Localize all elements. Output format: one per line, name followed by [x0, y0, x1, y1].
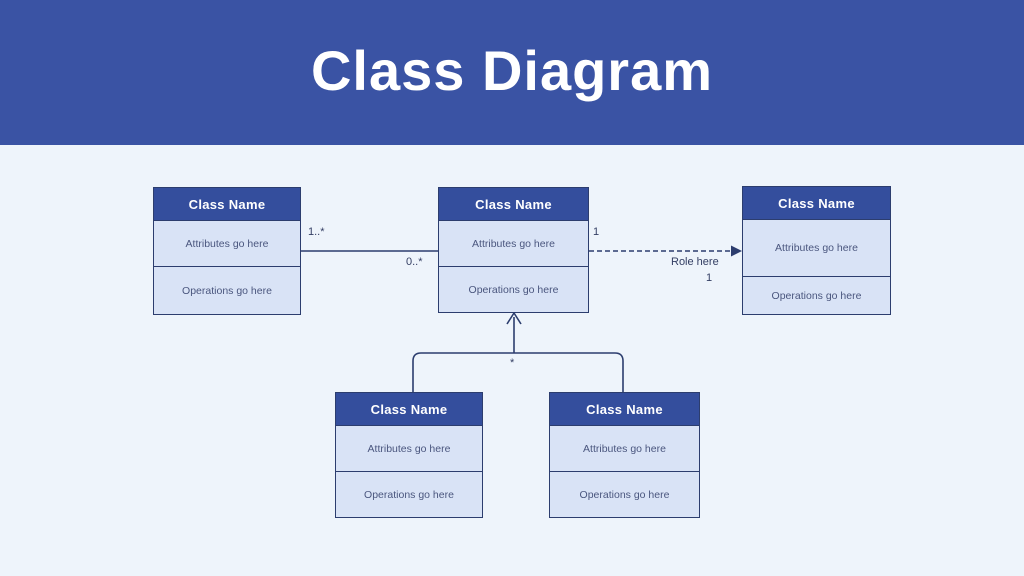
- class-operations: Operations go here: [743, 277, 890, 314]
- class-name: Class Name: [778, 195, 855, 211]
- operations-text: Operations go here: [579, 488, 670, 501]
- class-box-top-left: Class Name Attributes go here Operations…: [153, 187, 301, 315]
- class-name: Class Name: [370, 401, 448, 417]
- class-operations: Operations go here: [336, 472, 482, 517]
- generalization-branch-path: [412, 352, 624, 392]
- generalization-arrowhead-icon: [506, 312, 522, 325]
- class-attributes: Attributes go here: [336, 426, 482, 472]
- class-name-header: Class Name: [550, 393, 699, 426]
- association-multiplicity-to: 0..*: [406, 256, 423, 268]
- class-name-header: Class Name: [743, 187, 890, 220]
- association-multiplicity-from: 1..*: [308, 226, 325, 238]
- class-attributes: Attributes go here: [743, 220, 890, 277]
- class-name-header: Class Name: [154, 188, 300, 221]
- class-attributes: Attributes go here: [439, 221, 588, 267]
- title-banner: Class Diagram: [0, 0, 1024, 145]
- operations-text: Operations go here: [771, 289, 862, 302]
- class-attributes: Attributes go here: [550, 426, 699, 472]
- dependency-arrowhead-icon: [731, 245, 742, 257]
- diagram-canvas: Class Name Attributes go here Operations…: [0, 145, 1024, 576]
- class-box-bottom-right: Class Name Attributes go here Operations…: [549, 392, 700, 518]
- class-name-header: Class Name: [439, 188, 588, 221]
- attributes-text: Attributes go here: [367, 442, 451, 455]
- operations-text: Operations go here: [364, 488, 454, 501]
- class-box-top-center: Class Name Attributes go here Operations…: [438, 187, 589, 313]
- attributes-text: Attributes go here: [472, 237, 555, 250]
- class-name: Class Name: [586, 401, 663, 417]
- class-name-header: Class Name: [336, 393, 482, 426]
- class-name: Class Name: [188, 196, 266, 212]
- dependency-multiplicity-to: 1: [706, 272, 713, 284]
- operations-text: Operations go here: [468, 283, 559, 296]
- class-operations: Operations go here: [439, 267, 588, 312]
- class-box-bottom-left: Class Name Attributes go here Operations…: [335, 392, 483, 518]
- generalization-multiplicity: *: [510, 357, 515, 369]
- class-name: Class Name: [475, 196, 552, 212]
- attributes-text: Attributes go here: [185, 237, 269, 250]
- operations-text: Operations go here: [182, 284, 272, 297]
- attributes-text: Attributes go here: [775, 242, 858, 254]
- class-operations: Operations go here: [154, 267, 300, 314]
- class-box-top-right: Class Name Attributes go here Operations…: [742, 186, 891, 315]
- class-attributes: Attributes go here: [154, 221, 300, 267]
- slide-title: Class Diagram: [310, 39, 714, 102]
- dependency-role-label: Role here: [671, 256, 719, 268]
- class-operations: Operations go here: [550, 472, 699, 517]
- dependency-multiplicity-from: 1: [593, 226, 600, 238]
- attributes-text: Attributes go here: [583, 442, 666, 455]
